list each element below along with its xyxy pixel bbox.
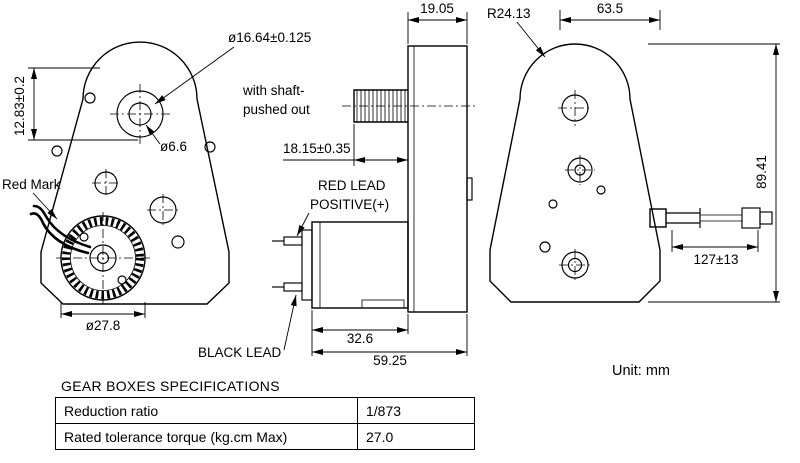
total-length-label: 59.25 [373,353,407,368]
dim-wire-length: 127±13 [671,230,759,267]
red-lead-label-line1: RED LEAD [318,178,386,193]
shaft-length-label: 18.15±0.35 [283,141,350,156]
rear-view: R24.13 63.5 89.41 127±13 [487,1,780,303]
lead-wire-assembly [649,207,773,229]
dim-hole-offset: 12.83±0.2 [12,67,138,141]
side-boss [466,177,473,201]
body-width-label: 63.5 [597,1,623,16]
front-shaft-boss [110,84,170,146]
dim-body-width: 63.5 [559,1,661,30]
spec-label-rated-torque: Rated tolerance torque (kg.cm Max) [55,423,358,450]
side-motor [272,221,409,309]
shaft-note: with shaft- pushed out [242,83,310,117]
dim-top-radius: R24.13 [487,6,546,58]
dim-shaft-diameter: ø16.64±0.125 [154,30,311,105]
spec-label-reduction-ratio: Reduction ratio [55,397,358,424]
red-lead-label-line2: POSITIVE(+) [310,197,389,212]
spec-table: Reduction ratio 1/873 Rated tolerance to… [55,397,475,450]
table-row: Reduction ratio 1/873 [55,397,475,424]
top-radius-label: R24.13 [487,6,531,21]
dim-body-height: 89.41 [648,43,780,303]
front-mounting-holes [51,92,216,249]
shaft-note-line1: with shaft- [242,83,305,98]
front-view: ø16.64±0.125 12.83±0.2 ø6.6 ø27.8 Red Ma… [2,30,311,333]
dim-hole-diameter: ø6.6 [145,124,187,154]
rear-holes [539,90,606,281]
black-lead-stub [283,282,303,292]
spec-section: GEAR BOXES SPECIFICATIONS Reduction rati… [55,378,475,450]
hole-diameter-label: ø6.6 [160,139,187,154]
motor-diameter-label: ø27.8 [86,318,121,333]
spec-value-reduction-ratio: 1/873 [357,397,475,424]
unit-label: Unit: mm [612,363,670,379]
red-lead-stub [283,236,303,246]
rear-view-outline [489,43,661,303]
side-shaft [342,89,478,123]
red-mark-callout: Red Mark [2,177,61,220]
body-depth-label: 19.05 [420,1,454,16]
red-mark-label: Red Mark [2,177,61,192]
dim-body-depth: 19.05 [407,1,468,44]
shaft-note-line2: pushed out [243,102,310,117]
hole-offset-label: 12.83±0.2 [12,76,27,136]
shaft-diameter-label: ø16.64±0.125 [228,30,311,45]
table-row: Rated tolerance torque (kg.cm Max) 27.0 [55,423,475,450]
side-view: 19.05 with shaft- pushed out 18.15±0.35 … [198,1,478,368]
black-lead-callout: BLACK LEAD [198,294,297,360]
wire-length-label: 127±13 [694,252,739,267]
dim-total-length: 59.25 [312,314,468,368]
wire-connector [741,207,761,229]
front-motor [56,212,150,304]
wire-connector-tip [759,211,773,225]
black-lead-label: BLACK LEAD [198,345,282,360]
gearbox-body-side [407,45,468,313]
red-lead-callout: RED LEAD POSITIVE(+) [296,178,389,237]
dim-motor-diameter: ø27.8 [60,302,146,333]
body-height-label: 89.41 [754,155,769,189]
dim-motor-length: 32.6 [311,310,409,356]
motor-length-label: 32.6 [347,331,373,346]
dim-shaft-length: 18.15±0.35 [283,124,408,166]
red-mark-wire [29,204,92,255]
spec-value-rated-torque: 27.0 [357,423,475,450]
spec-table-title: GEAR BOXES SPECIFICATIONS [61,378,280,394]
